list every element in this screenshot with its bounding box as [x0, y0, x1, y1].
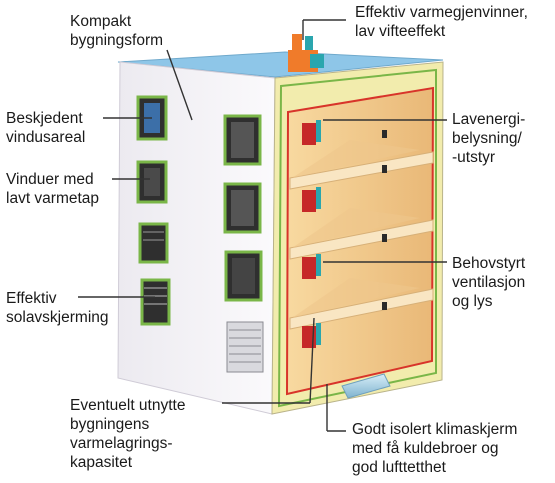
label-line: lavt varmetap — [6, 190, 100, 207]
label-line: solavskjerming — [6, 309, 109, 326]
label-line: vindusareal — [6, 129, 86, 146]
label-line: bygningens — [70, 416, 150, 433]
label-compact-form: Kompakt bygningsform — [70, 12, 163, 50]
label-line: belysning/ — [452, 130, 522, 147]
label-line: Kompakt — [70, 13, 132, 30]
label-line: lav vifteeffekt — [355, 23, 446, 40]
floor-slabs — [289, 140, 434, 330]
roof — [117, 51, 444, 78]
label-line: med få kuldebroer og — [352, 440, 499, 457]
label-solar-shading: Effektiv solavskjerming — [6, 289, 109, 327]
leader-compact — [166, 49, 193, 121]
label-line: Behovstyrt — [452, 255, 526, 272]
label-line: og lys — [452, 293, 493, 310]
label-heat-recovery: Effektiv varmegjenvinner, lav vifteeffek… — [355, 3, 528, 41]
label-line: kapasitet — [70, 454, 133, 471]
leader-lines — [78, 19, 447, 432]
label-line: varmelagrings- — [70, 435, 173, 452]
label-line: bygningsform — [70, 32, 164, 49]
label-low-energy-lighting: Lavenergi- belysning/ -utstyr — [452, 110, 525, 167]
label-demand-ventilation: Behovstyrt ventilasjon og lys — [452, 254, 525, 311]
label-thermal-mass: Eventuelt utnytte bygningens varmelagrin… — [70, 396, 185, 472]
label-window-area: Beskjedent vindusareal — [6, 109, 85, 147]
label-line: Godt isolert klimaskjerm — [352, 421, 518, 438]
label-line: god lufttetthet — [352, 459, 446, 476]
label-insulated-envelope: Godt isolert klimaskjerm med få kuldebro… — [352, 420, 517, 477]
ventilation-ducts — [302, 120, 387, 348]
heat-recovery-unit — [288, 34, 324, 72]
label-line: Lavenergi- — [452, 111, 526, 128]
label-line: -utstyr — [452, 149, 496, 166]
label-low-heat-loss-windows: Vinduer med lavt varmetap — [6, 170, 99, 208]
label-line: Effektiv — [6, 290, 57, 307]
label-line: ventilasjon — [452, 274, 526, 291]
leader-thermal-mass-2 — [309, 317, 315, 404]
label-line: Effektiv varmegjenvinner, — [355, 4, 528, 21]
label-line: Eventuelt utnytte — [70, 397, 186, 414]
label-line: Vinduer med — [6, 171, 94, 188]
facade-windows — [136, 95, 264, 373]
wall-frame — [277, 68, 437, 408]
ground-pipe — [341, 373, 391, 399]
label-line: Beskjedent — [6, 110, 83, 127]
